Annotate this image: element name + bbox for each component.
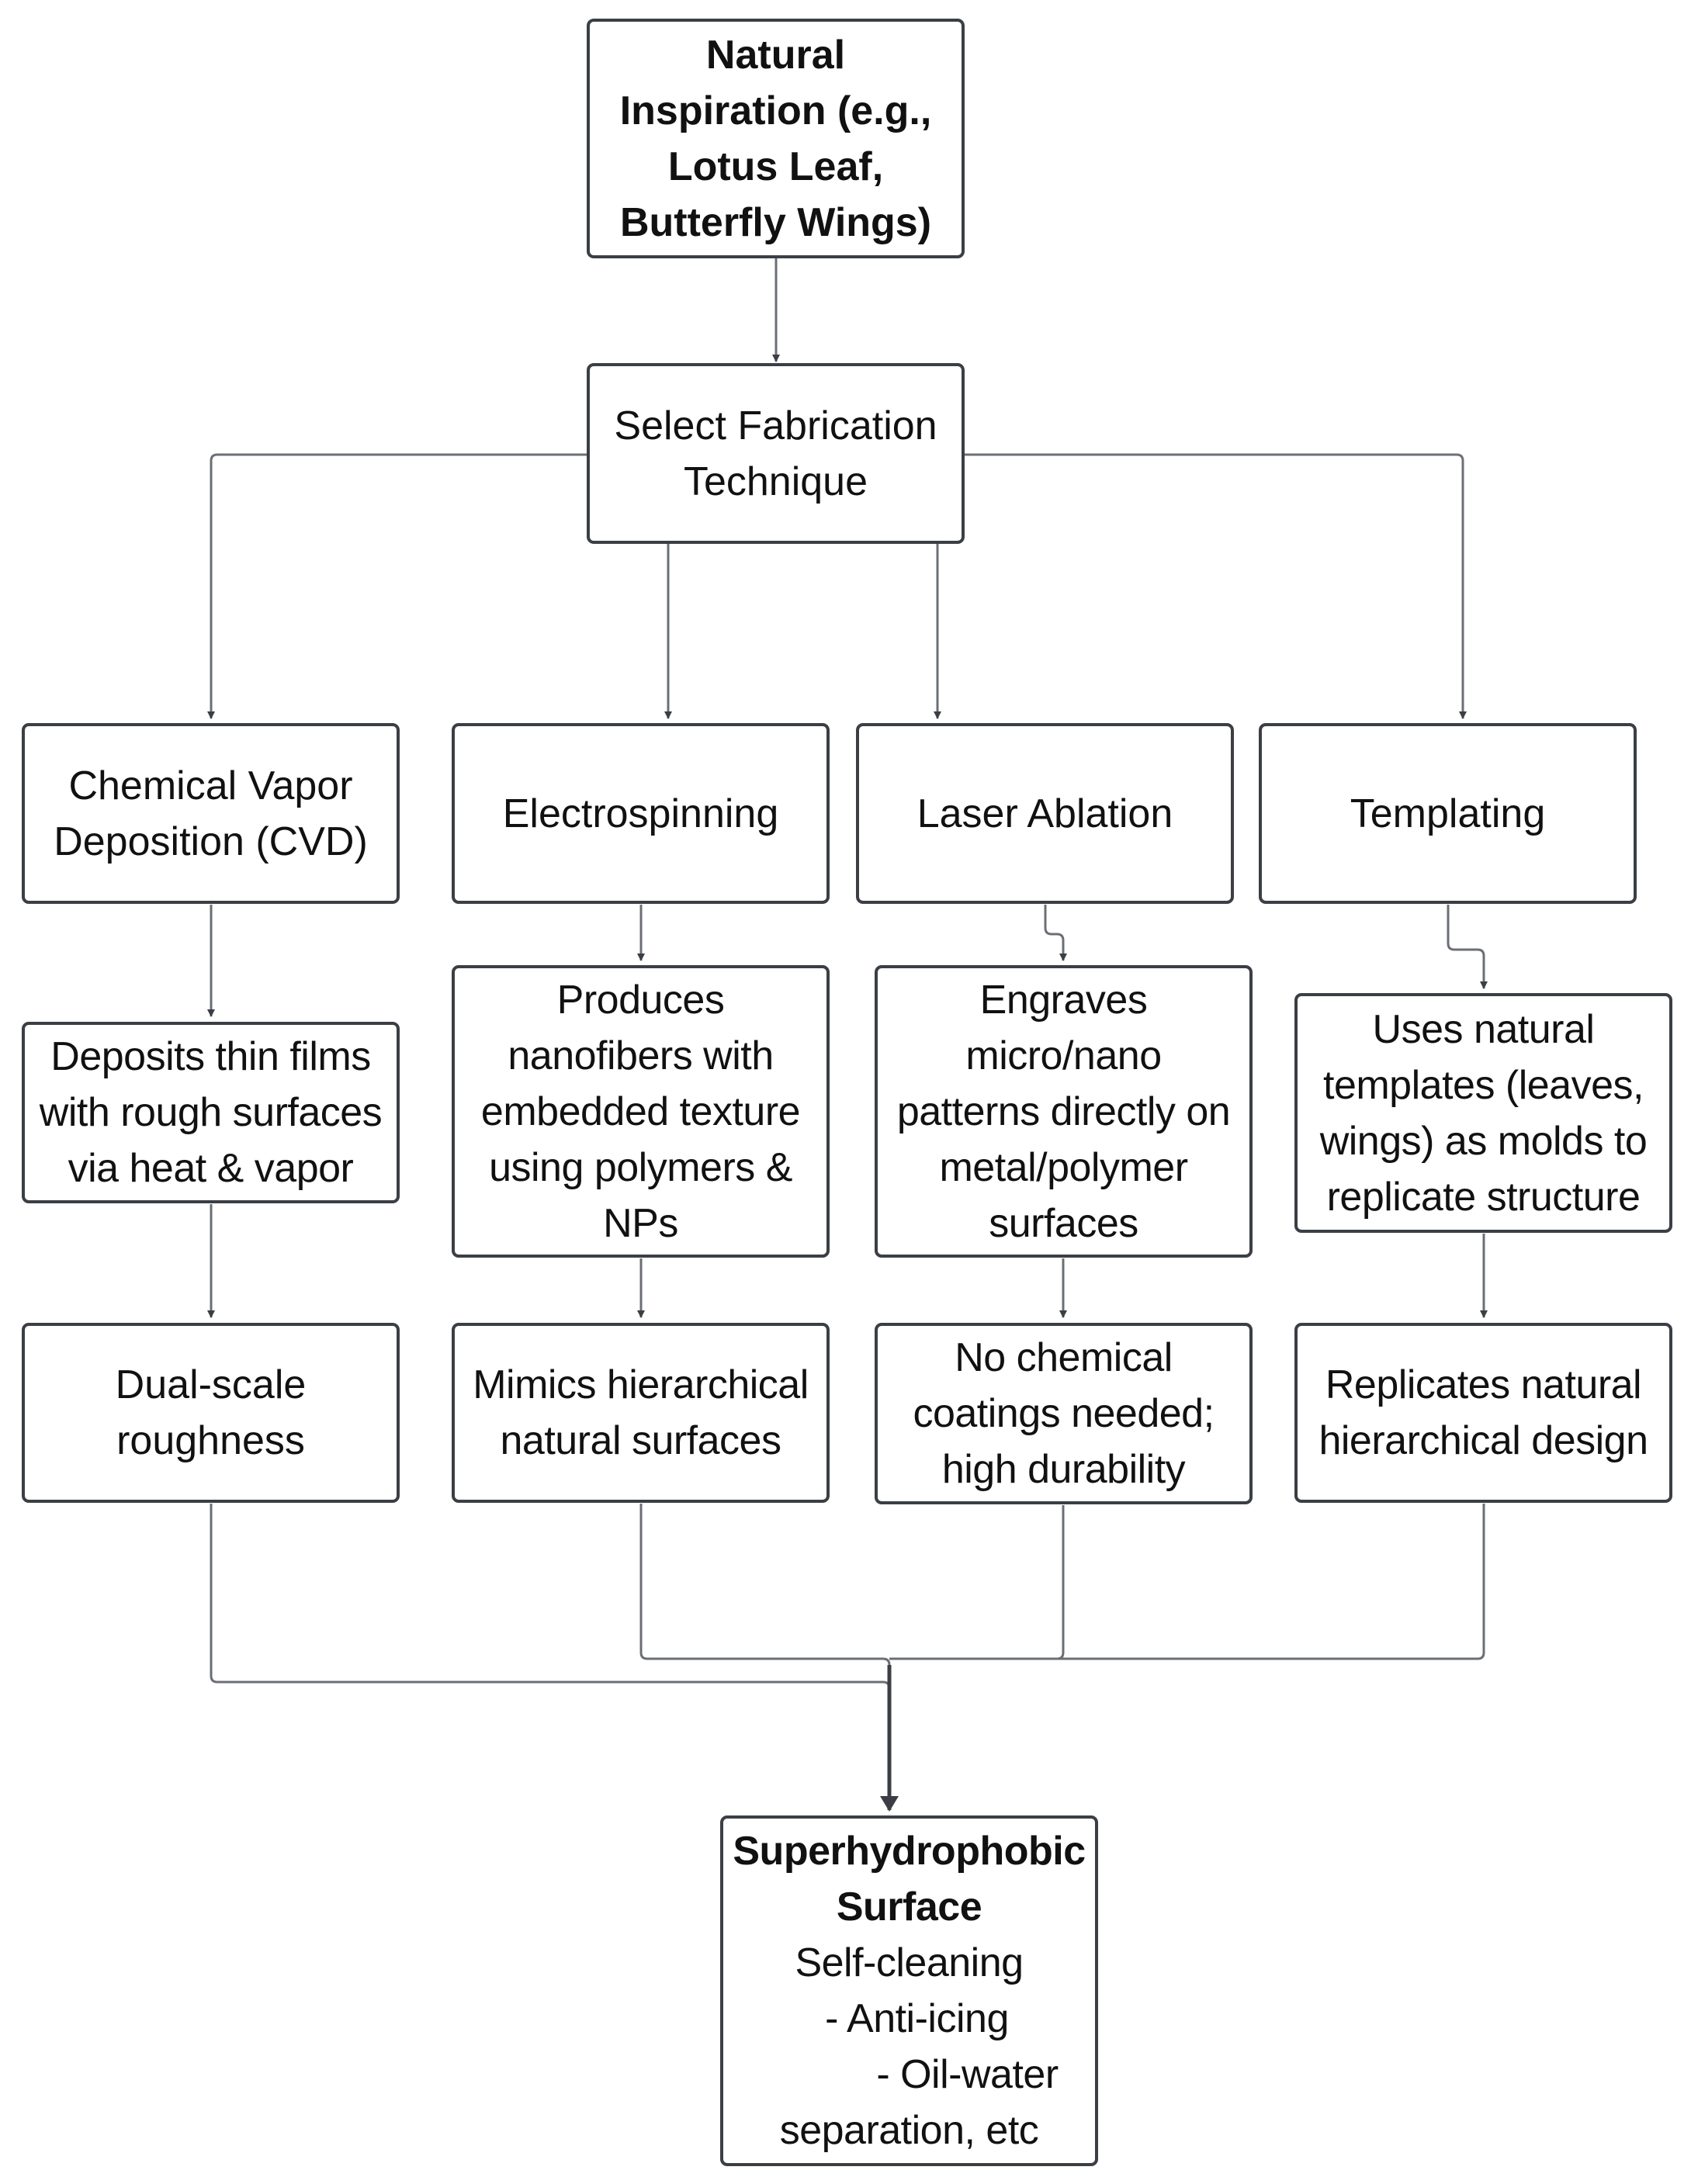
laser-step-label: Engraves micro/nano patterns directly on… xyxy=(896,977,1231,1246)
edge-electro-result-to-outcome xyxy=(639,1504,891,1666)
edge-template-result-to-outcome xyxy=(889,1504,1485,1660)
node-templating-step: Uses natural templates (leaves, wings) a… xyxy=(1294,993,1672,1233)
templating-step-label: Uses natural templates (leaves, wings) a… xyxy=(1319,1006,1648,1220)
node-select-fabrication-technique: Select Fabrication Technique xyxy=(587,363,965,544)
electrospinning-result-label: Mimics hierarchical natural surfaces xyxy=(473,1362,809,1463)
templating-label: Templating xyxy=(1350,791,1546,836)
outcome-line-anti-icing: - Anti-icing xyxy=(825,1996,1009,2041)
edge-select-to-cvd xyxy=(207,453,587,719)
edge-select-to-templating xyxy=(963,453,1467,719)
cvd-label: Chemical Vapor Deposition (CVD) xyxy=(54,763,368,864)
edge-cvd-result-to-outcome xyxy=(210,1504,891,1707)
laser-result-label: No chemical coatings needed; high durabi… xyxy=(913,1335,1215,1492)
node-templating: Templating xyxy=(1259,723,1637,904)
superhydrophobic-title: Superhydrophobic Surface xyxy=(733,1829,1086,1930)
node-electrospinning-result: Mimics hierarchical natural surfaces xyxy=(452,1323,830,1503)
outcome-line-oil-water: - Oil-water xyxy=(876,2052,1059,2097)
node-laser-ablation: Laser Ablation xyxy=(856,723,1234,904)
node-cvd-step: Deposits thin films with rough surfaces … xyxy=(22,1022,400,1203)
natural-inspiration-label: Natural Inspiration (e.g., Lotus Leaf, B… xyxy=(619,32,932,245)
node-natural-inspiration: Natural Inspiration (e.g., Lotus Leaf, B… xyxy=(587,19,965,258)
node-electrospinning: Electrospinning xyxy=(452,723,830,904)
node-templating-result: Replicates natural hierarchical design xyxy=(1294,1323,1672,1503)
outcome-line-self-cleaning: Self-cleaning xyxy=(795,1940,1024,1985)
outcome-line-separation: separation, etc xyxy=(779,2108,1039,2153)
laser-ablation-label: Laser Ablation xyxy=(917,791,1173,836)
select-fabrication-label: Select Fabrication Technique xyxy=(614,403,937,504)
node-laser-step: Engraves micro/nano patterns directly on… xyxy=(875,965,1253,1258)
edge-laser-result-to-outcome xyxy=(889,1505,1065,1660)
electrospinning-label: Electrospinning xyxy=(502,791,779,836)
node-electrospinning-step: Produces nanofibers with embedded textur… xyxy=(452,965,830,1258)
cvd-result-label: Dual-scale roughness xyxy=(115,1362,307,1463)
templating-result-label: Replicates natural hierarchical design xyxy=(1318,1362,1648,1463)
node-cvd: Chemical Vapor Deposition (CVD) xyxy=(22,723,400,904)
node-superhydrophobic-surface: Superhydrophobic Surface Self-cleaning -… xyxy=(720,1815,1098,2166)
node-laser-result: No chemical coatings needed; high durabi… xyxy=(875,1323,1253,1504)
edge-templating-to-step xyxy=(1447,905,1488,989)
edge-laser-to-step xyxy=(1044,905,1067,961)
node-cvd-result: Dual-scale roughness xyxy=(22,1323,400,1503)
electrospinning-step-label: Produces nanofibers with embedded textur… xyxy=(480,977,801,1246)
cvd-step-label: Deposits thin films with rough surfaces … xyxy=(39,1034,383,1191)
